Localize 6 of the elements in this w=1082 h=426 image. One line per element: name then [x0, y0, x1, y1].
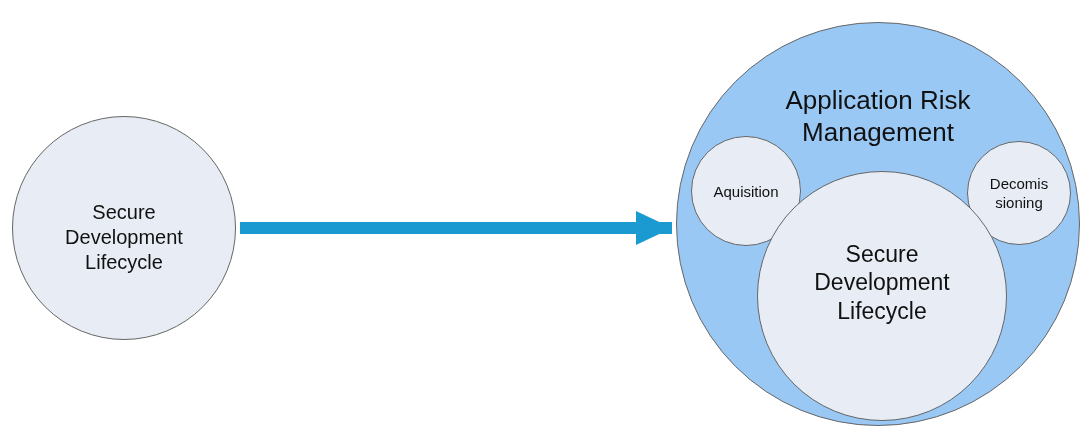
- circle-label: Decomis sioning: [988, 175, 1050, 213]
- circle-label: Secure Development Lifecycle: [813, 239, 951, 326]
- circle-label: Aquisition: [712, 183, 780, 202]
- arrow: [240, 211, 672, 245]
- circle-label: Secure Development Lifecycle: [64, 199, 184, 275]
- circle-label: Application Risk Management: [784, 83, 972, 149]
